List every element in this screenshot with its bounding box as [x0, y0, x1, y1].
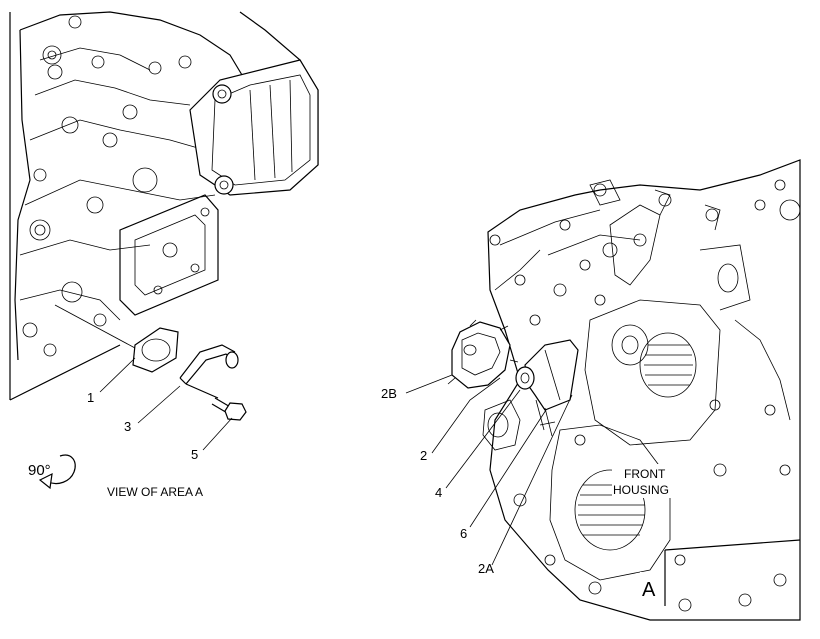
- callout-4: 4: [435, 485, 442, 500]
- gear-icon: [639, 332, 697, 398]
- callout-1: 1: [87, 390, 94, 405]
- bolt-part: [211, 397, 247, 421]
- front-housing-label-line1: FRONT: [624, 467, 666, 481]
- elbow-fitting-part: [515, 339, 579, 437]
- callout-2b: 2B: [381, 386, 397, 401]
- callout-5: 5: [191, 447, 198, 462]
- front-housing-label-line2: HOUSING: [613, 483, 669, 497]
- view-caption: VIEW OF AREA A: [107, 485, 203, 499]
- tube-part: [179, 344, 239, 399]
- flywheel-gear-icon: [574, 469, 646, 551]
- rotation-label: 90°: [28, 462, 51, 479]
- rotation-arrow-icon: [38, 454, 76, 490]
- main-engine-view: 2B 2 4 6 2A FRONT HOUSING A: [381, 159, 801, 621]
- callout-6: 6: [460, 526, 467, 541]
- detail-view-area-a: 1 3 5 90° VIEW OF AREA A: [9, 11, 319, 499]
- callout-2: 2: [420, 448, 427, 463]
- filler-cap-part: [447, 319, 519, 389]
- gasket-part: [132, 327, 179, 373]
- area-letter: A: [642, 579, 656, 601]
- callout-2a: 2A: [478, 561, 494, 576]
- callout-3: 3: [124, 419, 131, 434]
